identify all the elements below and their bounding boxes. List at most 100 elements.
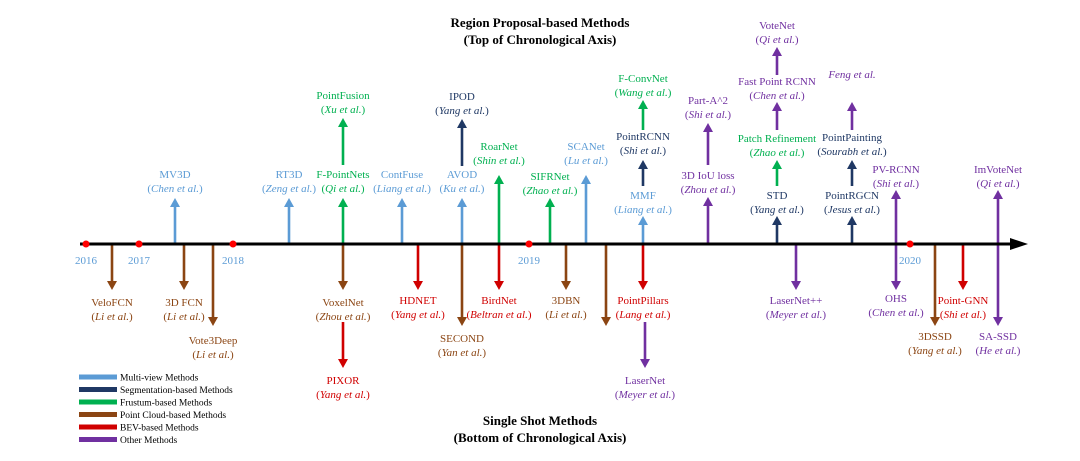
author-text: Yang et al. — [912, 345, 958, 357]
arrowhead-icon — [703, 123, 713, 132]
author-text: Zhao et al. — [526, 185, 573, 197]
legend-item-bev: BEV-based Methods — [79, 424, 199, 434]
method-author: (Qi et al.) — [755, 34, 798, 46]
author-text: Li et al. — [548, 309, 583, 321]
method-name: SECOND — [440, 333, 484, 345]
method-author: (Zhao et al.) — [523, 185, 578, 197]
method-label-sa-ssd: SA-SSD(He et al.) — [976, 331, 1021, 357]
method-arrow-pointfusion — [338, 118, 348, 165]
arrowhead-icon — [847, 102, 857, 111]
year-label: 2017 — [128, 255, 151, 267]
method-name: PIXOR — [326, 375, 360, 387]
year-marker-2016 — [82, 240, 90, 248]
author-text: Yang et al. — [320, 389, 366, 401]
method-arrow-point-gnn — [958, 244, 968, 290]
year-label: 2019 — [518, 255, 541, 267]
legend-swatch — [79, 374, 117, 380]
method-author: (Lu et al.) — [564, 155, 608, 167]
method-label-pv-rcnn: PV-RCNN(Shi et al.) — [872, 164, 919, 190]
legend-item-segmentation: Segmentation-based Methods — [79, 386, 233, 396]
author-text: Lu et al. — [567, 155, 604, 167]
author-text: Yang et al. — [439, 105, 485, 117]
method-label-feng-et-al: Feng et al. — [827, 69, 875, 81]
arrowhead-icon — [494, 281, 504, 290]
method-label-patch-refinement: Patch Refinement(Zhao et al.) — [738, 133, 817, 159]
legend-label: BEV-based Methods — [120, 424, 199, 434]
legend-item-multiview: Multi-view Methods — [79, 374, 199, 384]
method-name: LaserNet — [625, 375, 665, 387]
method-author: (Liang et al.) — [373, 183, 431, 195]
arrowhead-icon — [107, 281, 117, 290]
author-text: Sourabh et al. — [821, 146, 883, 158]
arrowhead-icon — [338, 198, 348, 207]
legend-item-pointcloud: Point Cloud-based Methods — [79, 411, 226, 421]
method-name: PointPainting — [822, 132, 882, 144]
method-name: PointRGCN — [825, 190, 879, 202]
method-label-part-a-2: Part-A^2 (Shi et al.) — [685, 95, 731, 121]
arrowhead-icon — [930, 317, 940, 326]
method-arrow-3dbn — [561, 244, 571, 290]
method-author: (Chen et al.) — [868, 307, 924, 319]
method-arrow-hdnet — [413, 244, 423, 290]
method-arrow-avod — [457, 198, 467, 244]
author-text: Yan et al. — [442, 347, 483, 359]
method-arrow-part-a-2 — [703, 123, 713, 165]
author-text: Zhao et al. — [753, 147, 800, 159]
author-text: Xu et al. — [324, 104, 362, 116]
arrowhead-icon — [457, 119, 467, 128]
author-text: Zeng et al. — [266, 183, 313, 195]
method-label-3d-fcn: 3D FCN(Li et al.) — [163, 297, 205, 323]
method-arrow-ipod — [457, 119, 467, 166]
method-name: 3DSSD — [918, 331, 952, 343]
arrowhead-icon — [561, 281, 571, 290]
method-author: (Yang et al.) — [908, 345, 962, 357]
method-author: (Zhou et al.) — [681, 184, 736, 196]
method-arrow-voxelnet — [338, 244, 348, 290]
method-name: VoteNet — [759, 20, 795, 32]
method-author: (Li et al.) — [545, 309, 587, 321]
arrowhead-icon — [601, 317, 611, 326]
method-name: Vote3Deep — [189, 335, 238, 347]
legend-label: Frustum-based Methods — [120, 399, 212, 409]
legend-label: Segmentation-based Methods — [120, 386, 233, 396]
legend-swatch — [79, 437, 117, 442]
arrowhead-icon — [179, 281, 189, 290]
author-text: Wang et al. — [618, 87, 667, 99]
method-arrow-pv-rcnn — [891, 190, 901, 244]
method-label-pointrcnn: PointRCNN(Shi et al.) — [616, 131, 670, 157]
method-author: (Yang et al.) — [750, 204, 804, 216]
method-name: LaserNet++ — [770, 295, 823, 307]
method-author: (Jesus et al.) — [824, 204, 880, 216]
arrowhead-icon — [413, 281, 423, 290]
method-arrow-patch-refinement — [772, 160, 782, 186]
bottom-title: Single Shot Methods — [483, 413, 597, 428]
arrowhead-icon — [703, 197, 713, 206]
arrowhead-icon — [847, 216, 857, 225]
method-arrow-sifrnet — [545, 198, 555, 244]
method-label-pointrgcn: PointRGCN (Jesus et al.) — [824, 190, 880, 216]
method-author: (Sourabh et al.) — [817, 146, 887, 158]
legend-swatch — [79, 399, 117, 405]
method-label-point-gnn: Point-GNN(Shi et al.) — [938, 295, 989, 321]
method-label-ipod: IPOD(Yang et al.) — [435, 91, 489, 117]
author-text: Ku et al. — [442, 183, 481, 195]
method-label-3d-iou-loss: 3D IoU loss(Zhou et al.) — [681, 170, 736, 196]
author-text: Shi et al. — [689, 109, 728, 121]
arrowhead-icon — [772, 160, 782, 169]
method-label-second: SECOND(Yan et al.) — [438, 333, 487, 359]
method-author: (Yang et al.) — [391, 309, 445, 321]
year-marker-2018 — [229, 240, 237, 248]
author-text: Qi et al. — [759, 34, 795, 46]
method-label-pointpillars: PointPillars(Lang et al.) — [616, 295, 671, 321]
method-author: (Li et al.) — [91, 311, 133, 323]
method-author: (Shi et al.) — [940, 309, 986, 321]
method-author: (Chen et al.) — [147, 183, 203, 195]
method-name: Part-A^2 — [688, 95, 728, 107]
method-author: (Shi et al.) — [685, 109, 731, 121]
arrowhead-icon — [494, 175, 504, 184]
arrowhead-icon — [791, 281, 801, 290]
method-author: (Qi et al.) — [976, 178, 1019, 190]
method-author: (Lang et al.) — [616, 309, 671, 321]
method-label-3dbn: 3DBN(Li et al.) — [545, 295, 587, 321]
